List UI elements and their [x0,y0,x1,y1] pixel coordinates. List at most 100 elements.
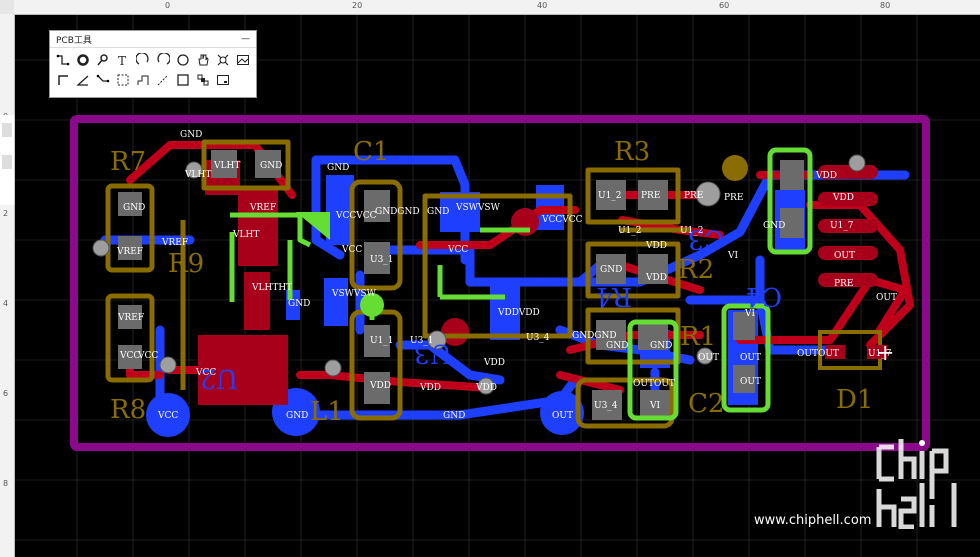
net-label: U1_7 [830,221,854,231]
net-label: OUTOUT [633,379,675,389]
net-label: GND [443,411,465,421]
net-label: VSWVSW [455,203,501,213]
board-outline[interactable] [70,115,930,451]
net-label: VDD [483,358,505,368]
selected-via[interactable] [360,293,384,317]
silkscreen-pads [118,150,804,420]
ruler-label: 0 [165,1,171,10]
angle-tool-icon[interactable] [73,70,93,90]
ruler-label: 80 [880,1,891,10]
ruler-label: 20 [352,1,363,10]
toolbox-close-button[interactable]: — [241,34,250,44]
arc-tool-icon[interactable] [133,50,153,70]
net-label: OUT [740,353,761,363]
net-label: GND [123,203,145,213]
corner-tool-icon[interactable] [53,70,73,90]
pcb-toolbox[interactable]: PCB工具 — T [49,30,257,98]
net-label: VI [744,309,755,319]
net-label: PRE [684,191,703,201]
toolbox-header[interactable]: PCB工具 — [50,31,256,48]
net-label: GND [288,299,310,309]
measure-tool-icon[interactable] [213,50,233,70]
net-label: VDD [369,381,391,391]
net-label: U1_2 [618,226,642,236]
net-label: U1_2 [598,191,622,201]
step-tool-icon[interactable] [133,70,153,90]
rect-tool-icon[interactable] [173,70,193,90]
wire-tool-icon[interactable] [53,50,73,70]
board-tool-icon[interactable] [213,70,233,90]
side-panel-tab[interactable] [0,115,15,205]
net-label: VCC [157,411,178,421]
net-label: VLHTHT [251,283,292,293]
net-label: VCCVCC [541,215,583,225]
net-label: GND [600,265,622,275]
net-label: GNDGND [375,207,420,217]
ruler-left[interactable]: 0 2 4 6 8 [0,14,15,557]
net-label: VREF [161,238,188,248]
net-label: U3_4 [594,401,618,411]
designator-r2: R2 [678,255,714,285]
ruler-label: 60 [719,1,730,10]
net-label: OUT [740,377,761,387]
designator-u3: U3 [414,338,452,368]
net-label: PRE [724,193,743,203]
panel-handle[interactable] [2,155,12,169]
circle-tool-icon[interactable] [173,50,193,70]
ruler-top[interactable]: 0 20 40 60 80 [14,0,980,15]
chiphell-watermark-logo [876,439,957,529]
pan-tool-icon[interactable] [193,50,213,70]
route-tool-icon[interactable] [93,70,113,90]
net-label: VSWVSW [331,289,377,299]
pad-tool-icon[interactable] [73,50,93,70]
ruler-label: 4 [3,299,9,308]
net-label: VLHT [232,230,259,240]
net-label: VDD [832,193,854,203]
net-label: GND [180,130,202,140]
silkscreen-layer [105,139,690,429]
multiselect-tool-icon[interactable] [193,70,213,90]
net-label: OUT [552,411,573,421]
probe-tool-icon[interactable] [93,50,113,70]
net-label: VCC [137,351,158,361]
ruler-label: 2 [3,209,9,218]
designator-c1: C1 [353,137,389,167]
net-label: VDD [815,171,837,181]
image-tool-icon[interactable] [233,50,253,70]
designator-r1: R1 [680,322,716,352]
ruler-label: 6 [3,389,9,398]
vias[interactable] [92,154,866,395]
text-tool-icon[interactable]: T [113,50,133,70]
designator-c3: C3 [688,224,724,254]
net-label: OUT [876,293,897,303]
toolbox-title: PCB工具 [56,35,92,46]
designator-l1: L1 [310,397,344,427]
net-label: VLHT [213,161,240,171]
ruler-corner [0,0,15,15]
net-label: U1_1 [370,336,394,346]
net-label: VREF [117,313,144,323]
net-label: VCC [119,351,140,361]
net-label: GND [763,221,785,231]
net-label: OUT [834,251,855,261]
designator-c2: C2 [688,389,724,419]
net-label: VREF [116,247,143,257]
dashed-rect-tool-icon[interactable] [113,70,133,90]
designator-d1: D1 [836,385,873,415]
arc-ccw-tool-icon[interactable] [153,50,173,70]
designator-r3: R3 [614,137,650,167]
net-label: OUTOUT [797,349,839,359]
ruler-label: 40 [537,1,548,10]
net-label: VI [727,251,738,261]
net-label: VREF [249,203,276,213]
designator-r7: R7 [110,147,146,177]
selection-highlights [229,147,813,421]
net-label: VDDVDD [497,308,540,318]
panel-handle[interactable] [2,123,12,137]
net-label: VCC [447,245,468,255]
dimension-tool-icon[interactable] [153,70,173,90]
net-label: GND [427,207,449,217]
net-label: OUT [698,353,719,363]
designator-u2: U2 [200,363,238,393]
